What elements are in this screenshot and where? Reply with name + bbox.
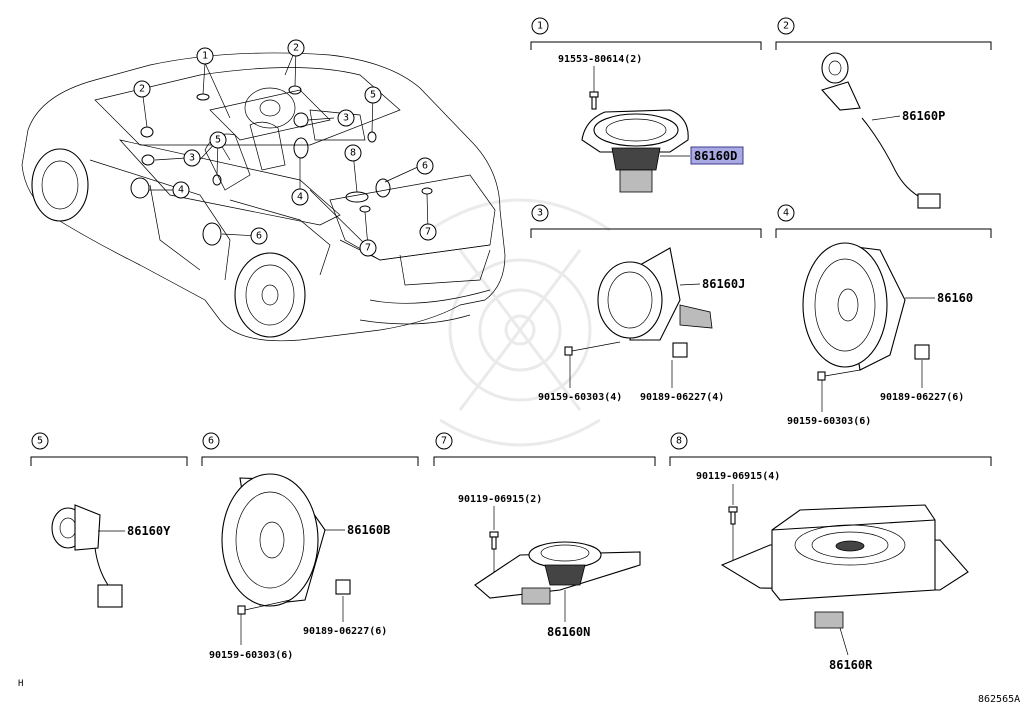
- part-label-90159-60303-6b: 90159-60303(6): [209, 650, 293, 661]
- svg-text:3: 3: [343, 113, 349, 124]
- svg-text:2: 2: [783, 21, 789, 32]
- callout-4: 4: [172, 181, 190, 199]
- svg-text:8: 8: [676, 436, 682, 447]
- part-label-90119-06915-4: 90119-06915(4): [696, 471, 780, 482]
- callout-4: 4: [291, 188, 309, 206]
- part-label-86160R[interactable]: 86160R: [829, 658, 873, 672]
- svg-text:4: 4: [297, 192, 303, 203]
- svg-text:2: 2: [293, 43, 299, 54]
- callout-7: 7: [419, 223, 437, 241]
- svg-text:1: 1: [537, 21, 543, 32]
- clip-icon: [672, 342, 688, 358]
- part-label-86160[interactable]: 86160: [937, 291, 973, 305]
- section-6: 6 86160B 90189-06227(6) 90159-60303(6): [201, 432, 419, 661]
- part-label-86160B[interactable]: 86160B: [347, 523, 390, 537]
- svg-text:5: 5: [370, 90, 376, 101]
- speaker-86160-icon: [802, 242, 906, 371]
- bolt-icon: [589, 91, 599, 110]
- screw-icon: [817, 371, 826, 381]
- part-label-86160J[interactable]: 86160J: [702, 277, 745, 291]
- section-1: 1 91553-80614(2) 86160D: [530, 17, 762, 193]
- vehicle-overview: 1 2 2 3 3 4 4 5 5 6 6 7 7 8: [21, 39, 506, 342]
- part-label-90159-60303-6: 90159-60303(6): [787, 416, 871, 427]
- svg-text:6: 6: [208, 436, 214, 447]
- svg-text:7: 7: [425, 227, 431, 238]
- svg-text:5: 5: [37, 436, 43, 447]
- callout-3: 3: [337, 109, 355, 127]
- diagram-ref-code: 862565A: [978, 694, 1020, 705]
- svg-text:5: 5: [215, 135, 221, 146]
- svg-text:7: 7: [441, 436, 447, 447]
- part-label-91553-80614: 91553-80614(2): [558, 54, 642, 65]
- part-label-86160P[interactable]: 86160P: [902, 109, 945, 123]
- part-label-90119-06915-2: 90119-06915(2): [458, 494, 542, 505]
- part-label-90189-06227-6: 90189-06227(6): [880, 392, 964, 403]
- section-2: 2 86160P: [775, 17, 992, 209]
- svg-text:8: 8: [350, 148, 356, 159]
- speaker-86160N-icon: [474, 541, 641, 605]
- svg-text:3: 3: [537, 208, 543, 219]
- clip-icon: [914, 344, 930, 360]
- screw-icon: [564, 346, 573, 356]
- bolt-icon: [728, 506, 738, 525]
- section-5: 5 86160Y: [30, 432, 188, 608]
- callout-5: 5: [209, 131, 227, 149]
- section-4: 4 86160 90189-06227(6) 90159-60303(6): [775, 204, 992, 427]
- svg-text:1: 1: [202, 51, 208, 62]
- section-3: 3 86160J 90159-60303(4) 90189-06227(4): [530, 204, 762, 403]
- part-label-86160Y[interactable]: 86160Y: [127, 524, 171, 538]
- section-8: 8 90119-06915(4) 86160R: [669, 432, 992, 672]
- part-label-86160N[interactable]: 86160N: [547, 625, 590, 639]
- callout-7: 7: [359, 239, 377, 257]
- footer-mark: H: [18, 679, 23, 689]
- part-label-90189-06227-6b: 90189-06227(6): [303, 626, 387, 637]
- speaker-86160J-icon: [597, 247, 713, 341]
- svg-text:3: 3: [189, 153, 195, 164]
- section-7: 7 90119-06915(2) 86160N: [433, 432, 656, 639]
- callout-3: 3: [183, 149, 201, 167]
- svg-text:4: 4: [178, 185, 184, 196]
- clip-icon: [335, 579, 351, 595]
- svg-text:7: 7: [365, 243, 371, 254]
- svg-text:6: 6: [422, 161, 428, 172]
- callout-2: 2: [133, 80, 151, 98]
- callout-2: 2: [287, 39, 305, 57]
- callout-6: 6: [416, 157, 434, 175]
- subwoofer-86160R-icon: [720, 504, 969, 629]
- speaker-86160D-icon: [581, 109, 689, 193]
- watermark: [429, 198, 611, 447]
- part-label-90189-06227-4: 90189-06227(4): [640, 392, 724, 403]
- callout-6: 6: [250, 227, 268, 245]
- bolt-icon: [489, 531, 499, 550]
- speaker-86160B-icon: [221, 473, 326, 607]
- svg-text:2: 2: [139, 84, 145, 95]
- callout-5: 5: [364, 86, 382, 104]
- svg-text:6: 6: [256, 231, 262, 242]
- svg-text:4: 4: [783, 208, 789, 219]
- callout-8: 8: [344, 144, 362, 162]
- tweeter-86160Y-icon: [51, 504, 123, 608]
- callout-1: 1: [196, 47, 214, 65]
- part-label-90159-60303-4: 90159-60303(4): [538, 392, 622, 403]
- screw-icon: [237, 605, 246, 615]
- tweeter-86160P-icon: [821, 52, 941, 209]
- part-label-86160D[interactable]: 86160D: [694, 149, 737, 163]
